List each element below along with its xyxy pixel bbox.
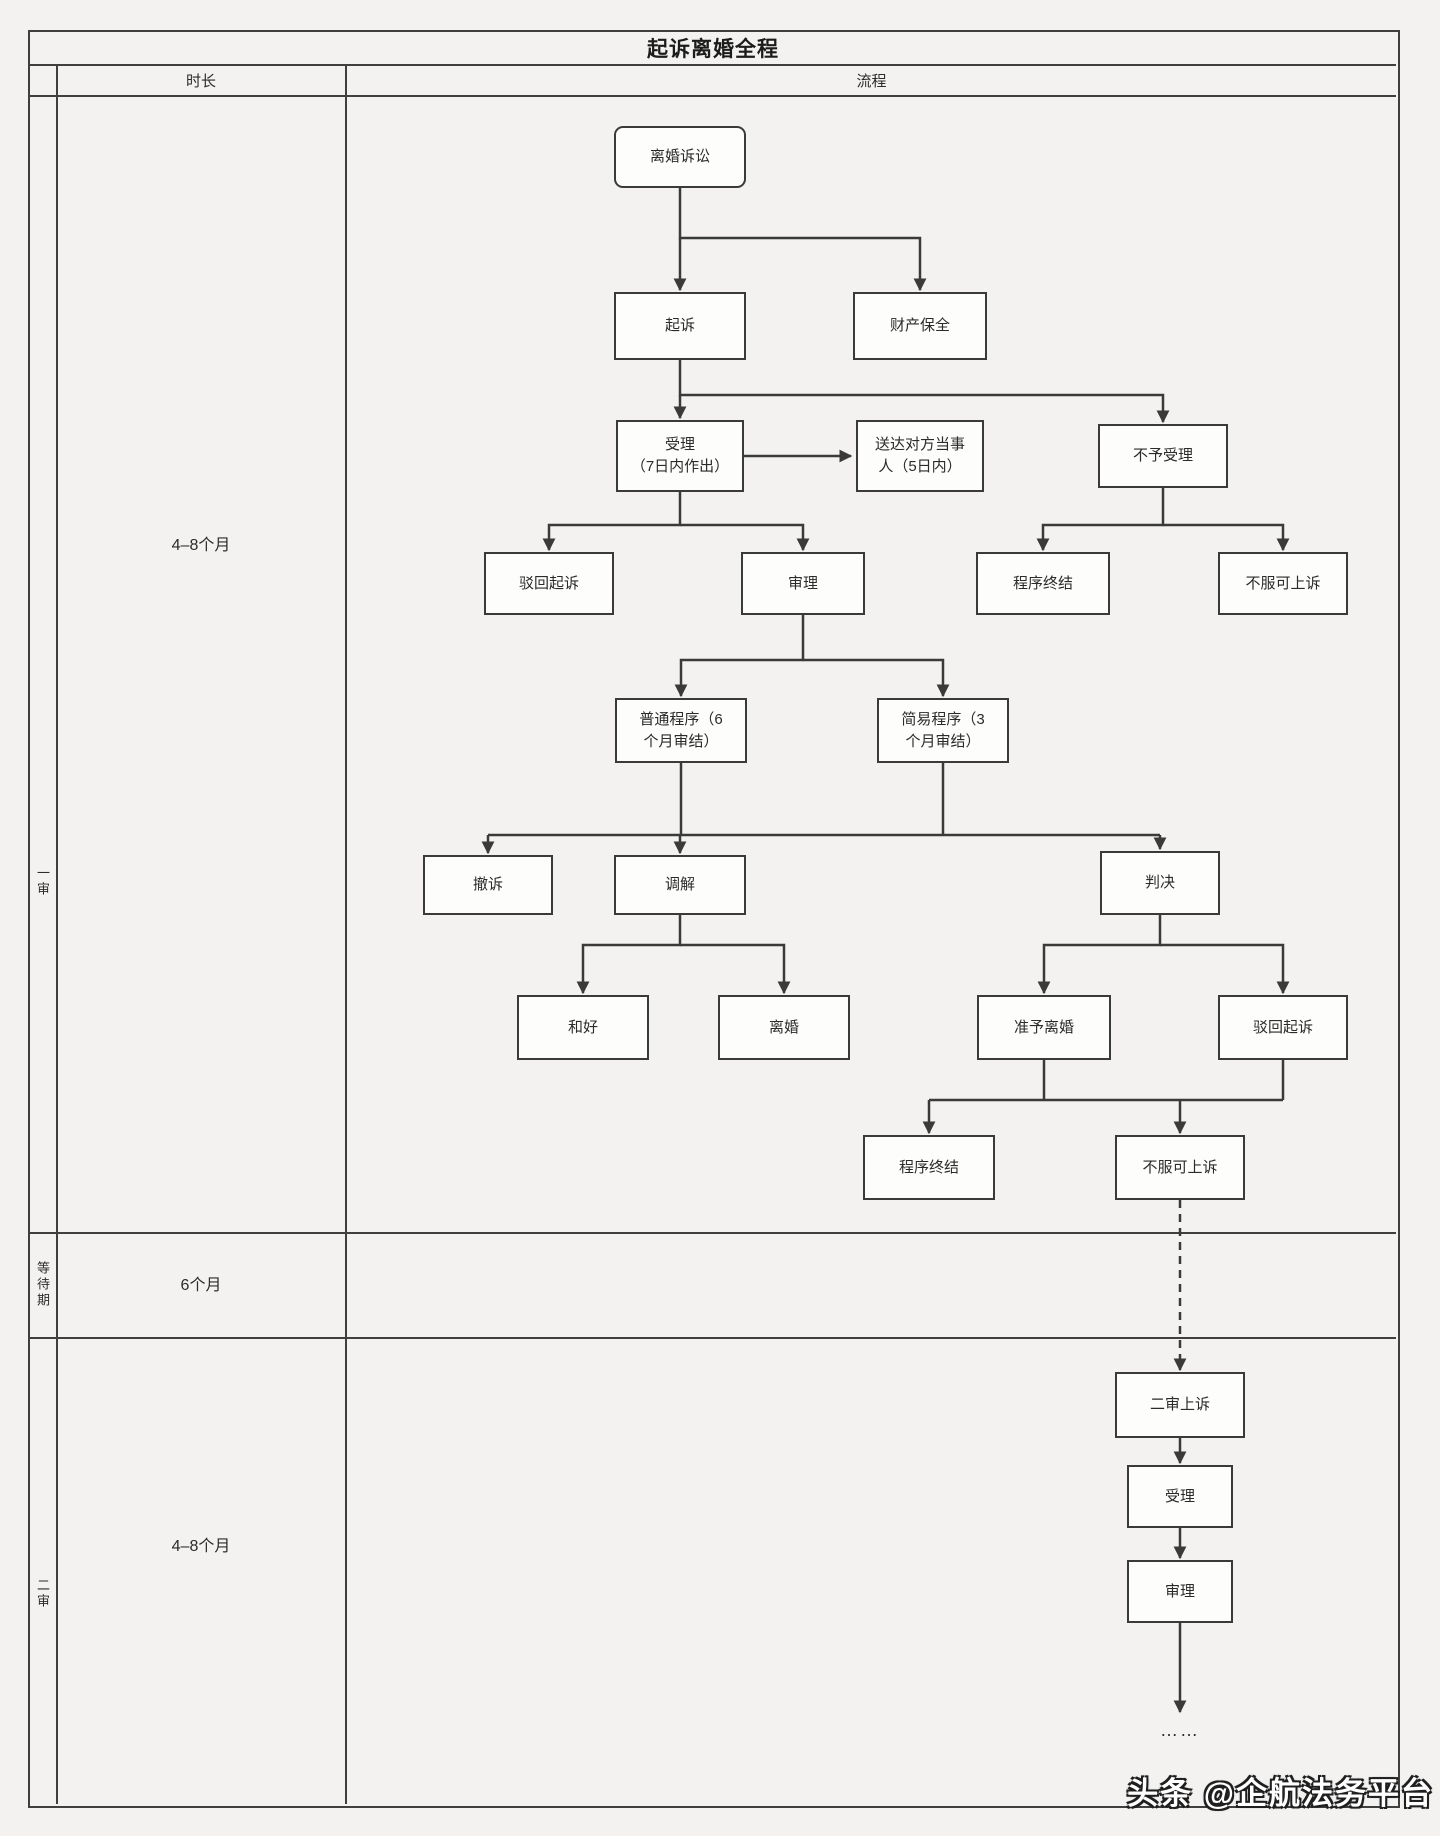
header-row-divider [28, 95, 1396, 97]
node-file-lawsuit: 起诉 [614, 292, 746, 360]
node-summary-procedure: 简易程序（3 个月审结） [877, 698, 1009, 763]
node-accept-case-2: 受理 [1127, 1465, 1233, 1528]
watermark: 头条 @企航法务平台 [1127, 1776, 1434, 1811]
node-procedure-end-2: 程序终结 [863, 1135, 995, 1200]
column-header-process: 流程 [856, 73, 887, 90]
node-dismiss-lawsuit-1: 驳回起诉 [484, 552, 614, 615]
duration-first-instance: 4–8个月 [171, 537, 231, 554]
duration-process-divider [345, 64, 347, 1804]
node-second-instance-appeal: 二审上诉 [1115, 1372, 1245, 1438]
page-title: 起诉离婚全程 [647, 38, 779, 61]
duration-second-instance: 4–8个月 [171, 1538, 231, 1555]
ellipsis-text: …… [1160, 1720, 1200, 1740]
node-appealable-1: 不服可上诉 [1218, 552, 1348, 615]
node-dismiss-lawsuit-2: 驳回起诉 [1218, 995, 1348, 1060]
node-appealable-2: 不服可上诉 [1115, 1135, 1245, 1200]
row-divider-waiting-second [28, 1337, 1396, 1339]
node-grant-divorce: 准予离婚 [977, 995, 1111, 1060]
node-divorce: 离婚 [718, 995, 850, 1060]
node-mediation: 调解 [614, 855, 746, 915]
duration-waiting-period: 6个月 [180, 1277, 222, 1294]
node-procedure-end-1: 程序终结 [976, 552, 1110, 615]
node-judgment: 判决 [1100, 851, 1220, 915]
column-header-duration: 时长 [185, 73, 216, 90]
table-outer-border [28, 30, 1400, 1808]
node-withdraw-lawsuit: 撤诉 [423, 855, 553, 915]
node-case-not-accepted: 不予受理 [1098, 424, 1228, 488]
side-column-divider [56, 64, 58, 1804]
node-trial-2: 审理 [1127, 1560, 1233, 1623]
row-divider-first-waiting [28, 1232, 1396, 1234]
node-ordinary-procedure: 普通程序（6 个月审结） [615, 698, 747, 763]
row-label-waiting-period: 等待期 [35, 1261, 50, 1309]
node-divorce-litigation: 离婚诉讼 [614, 126, 746, 188]
row-label-first-instance: 一审 [35, 866, 50, 898]
node-accept-case: 受理 （7日内作出） [616, 420, 744, 492]
node-property-preservation: 财产保全 [853, 292, 987, 360]
title-row-divider [28, 64, 1396, 66]
node-serve-other-party: 送达对方当事 人（5日内） [856, 420, 984, 492]
row-label-second-instance: 二审 [35, 1578, 50, 1610]
node-trial-1: 审理 [741, 552, 865, 615]
node-reconciliation: 和好 [517, 995, 649, 1060]
